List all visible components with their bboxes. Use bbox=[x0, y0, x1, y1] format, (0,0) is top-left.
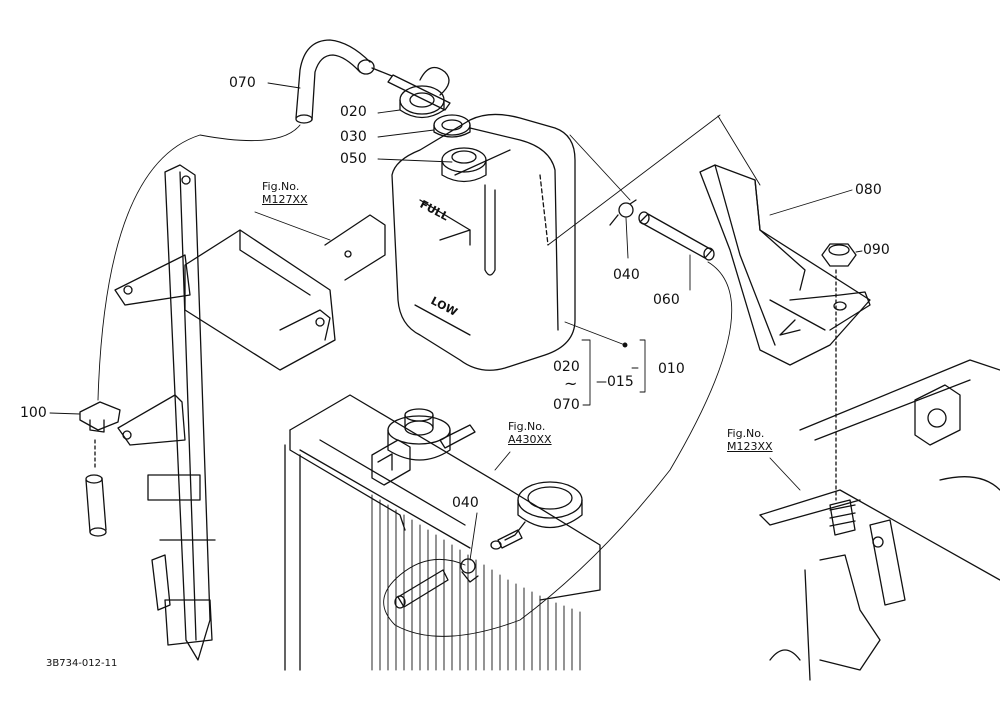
part-label-015: 015 bbox=[607, 374, 634, 390]
connector-lines bbox=[97, 114, 761, 637]
leader-lines bbox=[49, 82, 863, 561]
clamp-100 bbox=[79, 401, 121, 433]
reserve-tank bbox=[391, 113, 576, 371]
part-label-070-range-end: 070 bbox=[553, 397, 580, 413]
part-label-070: 070 bbox=[229, 75, 256, 91]
fig-ref-a430-title: Fig.No. bbox=[508, 420, 546, 433]
hose-clip-lower bbox=[460, 558, 479, 583]
fig-ref-m127-title: Fig.No. bbox=[262, 180, 300, 193]
overflow-hose bbox=[295, 39, 393, 124]
nut-090 bbox=[821, 243, 857, 501]
fig-ref-m123-title: Fig.No. bbox=[727, 427, 765, 440]
fig-ref-a430-code: A430XX bbox=[508, 432, 552, 446]
bracket-080 bbox=[699, 164, 871, 366]
fig-ref-a430: Fig.No. A430XX bbox=[508, 420, 552, 446]
part-label-040-upper: 040 bbox=[613, 267, 640, 283]
part-label-050: 050 bbox=[340, 151, 367, 167]
part-label-020: 020 bbox=[340, 104, 367, 120]
part-label-010: 010 bbox=[658, 361, 685, 377]
drain-hose bbox=[85, 439, 107, 537]
part-label-030: 030 bbox=[340, 129, 367, 145]
fig-ref-m127: Fig.No. M127XX bbox=[262, 180, 308, 206]
fig-ref-m123-code: M123XX bbox=[727, 439, 773, 453]
hose-clip bbox=[609, 199, 637, 226]
radiator bbox=[284, 394, 601, 671]
part-label-090: 090 bbox=[863, 242, 890, 258]
bracket-arm bbox=[117, 394, 186, 446]
drawing-code: 3B734-012-11 bbox=[46, 658, 118, 669]
part-label-100: 100 bbox=[20, 405, 47, 421]
part-label-060: 060 bbox=[653, 292, 680, 308]
range-tilde: ~ bbox=[564, 374, 578, 393]
part-label-020-range-start: 020 bbox=[553, 359, 580, 375]
cap-assembly bbox=[387, 66, 471, 138]
part-label-040-lower: 040 bbox=[452, 495, 479, 511]
frame-post bbox=[147, 164, 216, 661]
bracket-m127 bbox=[114, 214, 386, 371]
bracket-m123 bbox=[759, 359, 1000, 681]
hose-060 bbox=[638, 211, 715, 261]
fig-ref-m123: Fig.No. M123XX bbox=[727, 427, 773, 453]
part-label-080: 080 bbox=[855, 182, 882, 198]
fig-ref-m127-code: M127XX bbox=[262, 192, 308, 206]
